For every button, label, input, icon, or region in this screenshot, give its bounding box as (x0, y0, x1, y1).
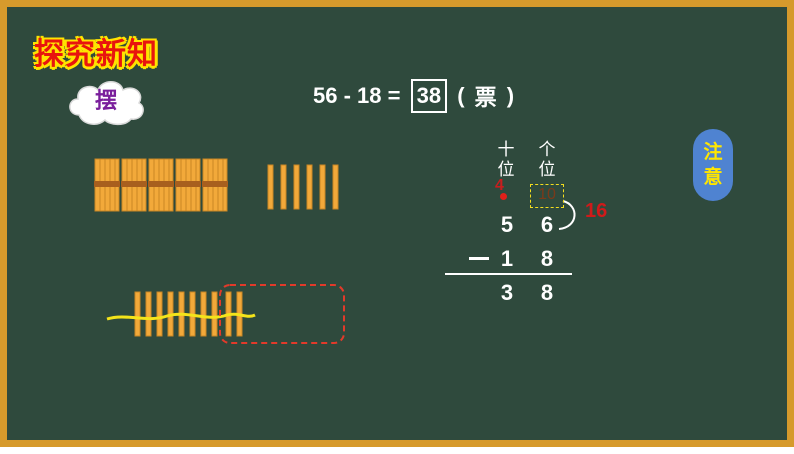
ones-header-char1: 个 (538, 140, 556, 160)
stick-bundle (148, 158, 174, 212)
note-badge-char1: 注 (703, 141, 723, 163)
result-rule (445, 273, 572, 275)
borrowed-ten-box (530, 184, 564, 208)
stick-bundle (202, 158, 228, 212)
note-badge[interactable] (693, 129, 733, 201)
single-sticks (267, 164, 339, 210)
untied-string (106, 312, 256, 321)
subtrahend-ones-digit: 8 (540, 246, 554, 271)
ones-column-header: 个 位 (537, 140, 557, 180)
note-badge-char2: 意 (703, 166, 723, 188)
borrowed-total: 16 (585, 200, 608, 222)
minuend-ones-digit: 6 (540, 212, 554, 237)
unit-close-paren: ) (506, 83, 515, 108)
equation-left: 56 - 18 = (313, 83, 401, 108)
sticks-illustration (94, 158, 576, 344)
result-tens-digit: 3 (500, 280, 514, 305)
minuend-tens-digit: 5 (500, 212, 514, 237)
stick-bundle (94, 158, 120, 212)
tens-header-char2: 位 (497, 160, 515, 180)
tens-header-char1: 十 (497, 140, 515, 160)
cloud-bubble (69, 81, 144, 126)
borrow-arc (558, 200, 576, 230)
unit-open-paren: ( (457, 83, 465, 108)
borrowed-ten-label: 10 (538, 186, 556, 203)
tens-column-header: 十 位 (496, 140, 516, 180)
ten-stick-bundles (94, 158, 228, 212)
borrow-dot (500, 193, 507, 200)
subtrahend-tens-digit: 1 (500, 246, 514, 271)
equation: 56 - 18 = 38 ( 票 ) (313, 79, 514, 113)
section-title: 探究新知 (34, 37, 158, 72)
result-ones-digit: 8 (540, 280, 554, 305)
minus-sign (469, 257, 489, 260)
note-badge-label[interactable]: 注 意 (693, 140, 733, 190)
stick-bundle (121, 158, 147, 212)
unit-label: 票 (474, 86, 497, 111)
ones-header-char2: 位 (538, 160, 556, 180)
answer-box: 38 (410, 79, 448, 113)
stick-bundle (175, 158, 201, 212)
cloud-label: 摆 (94, 89, 117, 114)
borrow-remaining-tens: 4 (495, 177, 504, 194)
moved-sticks-outline (219, 284, 345, 344)
